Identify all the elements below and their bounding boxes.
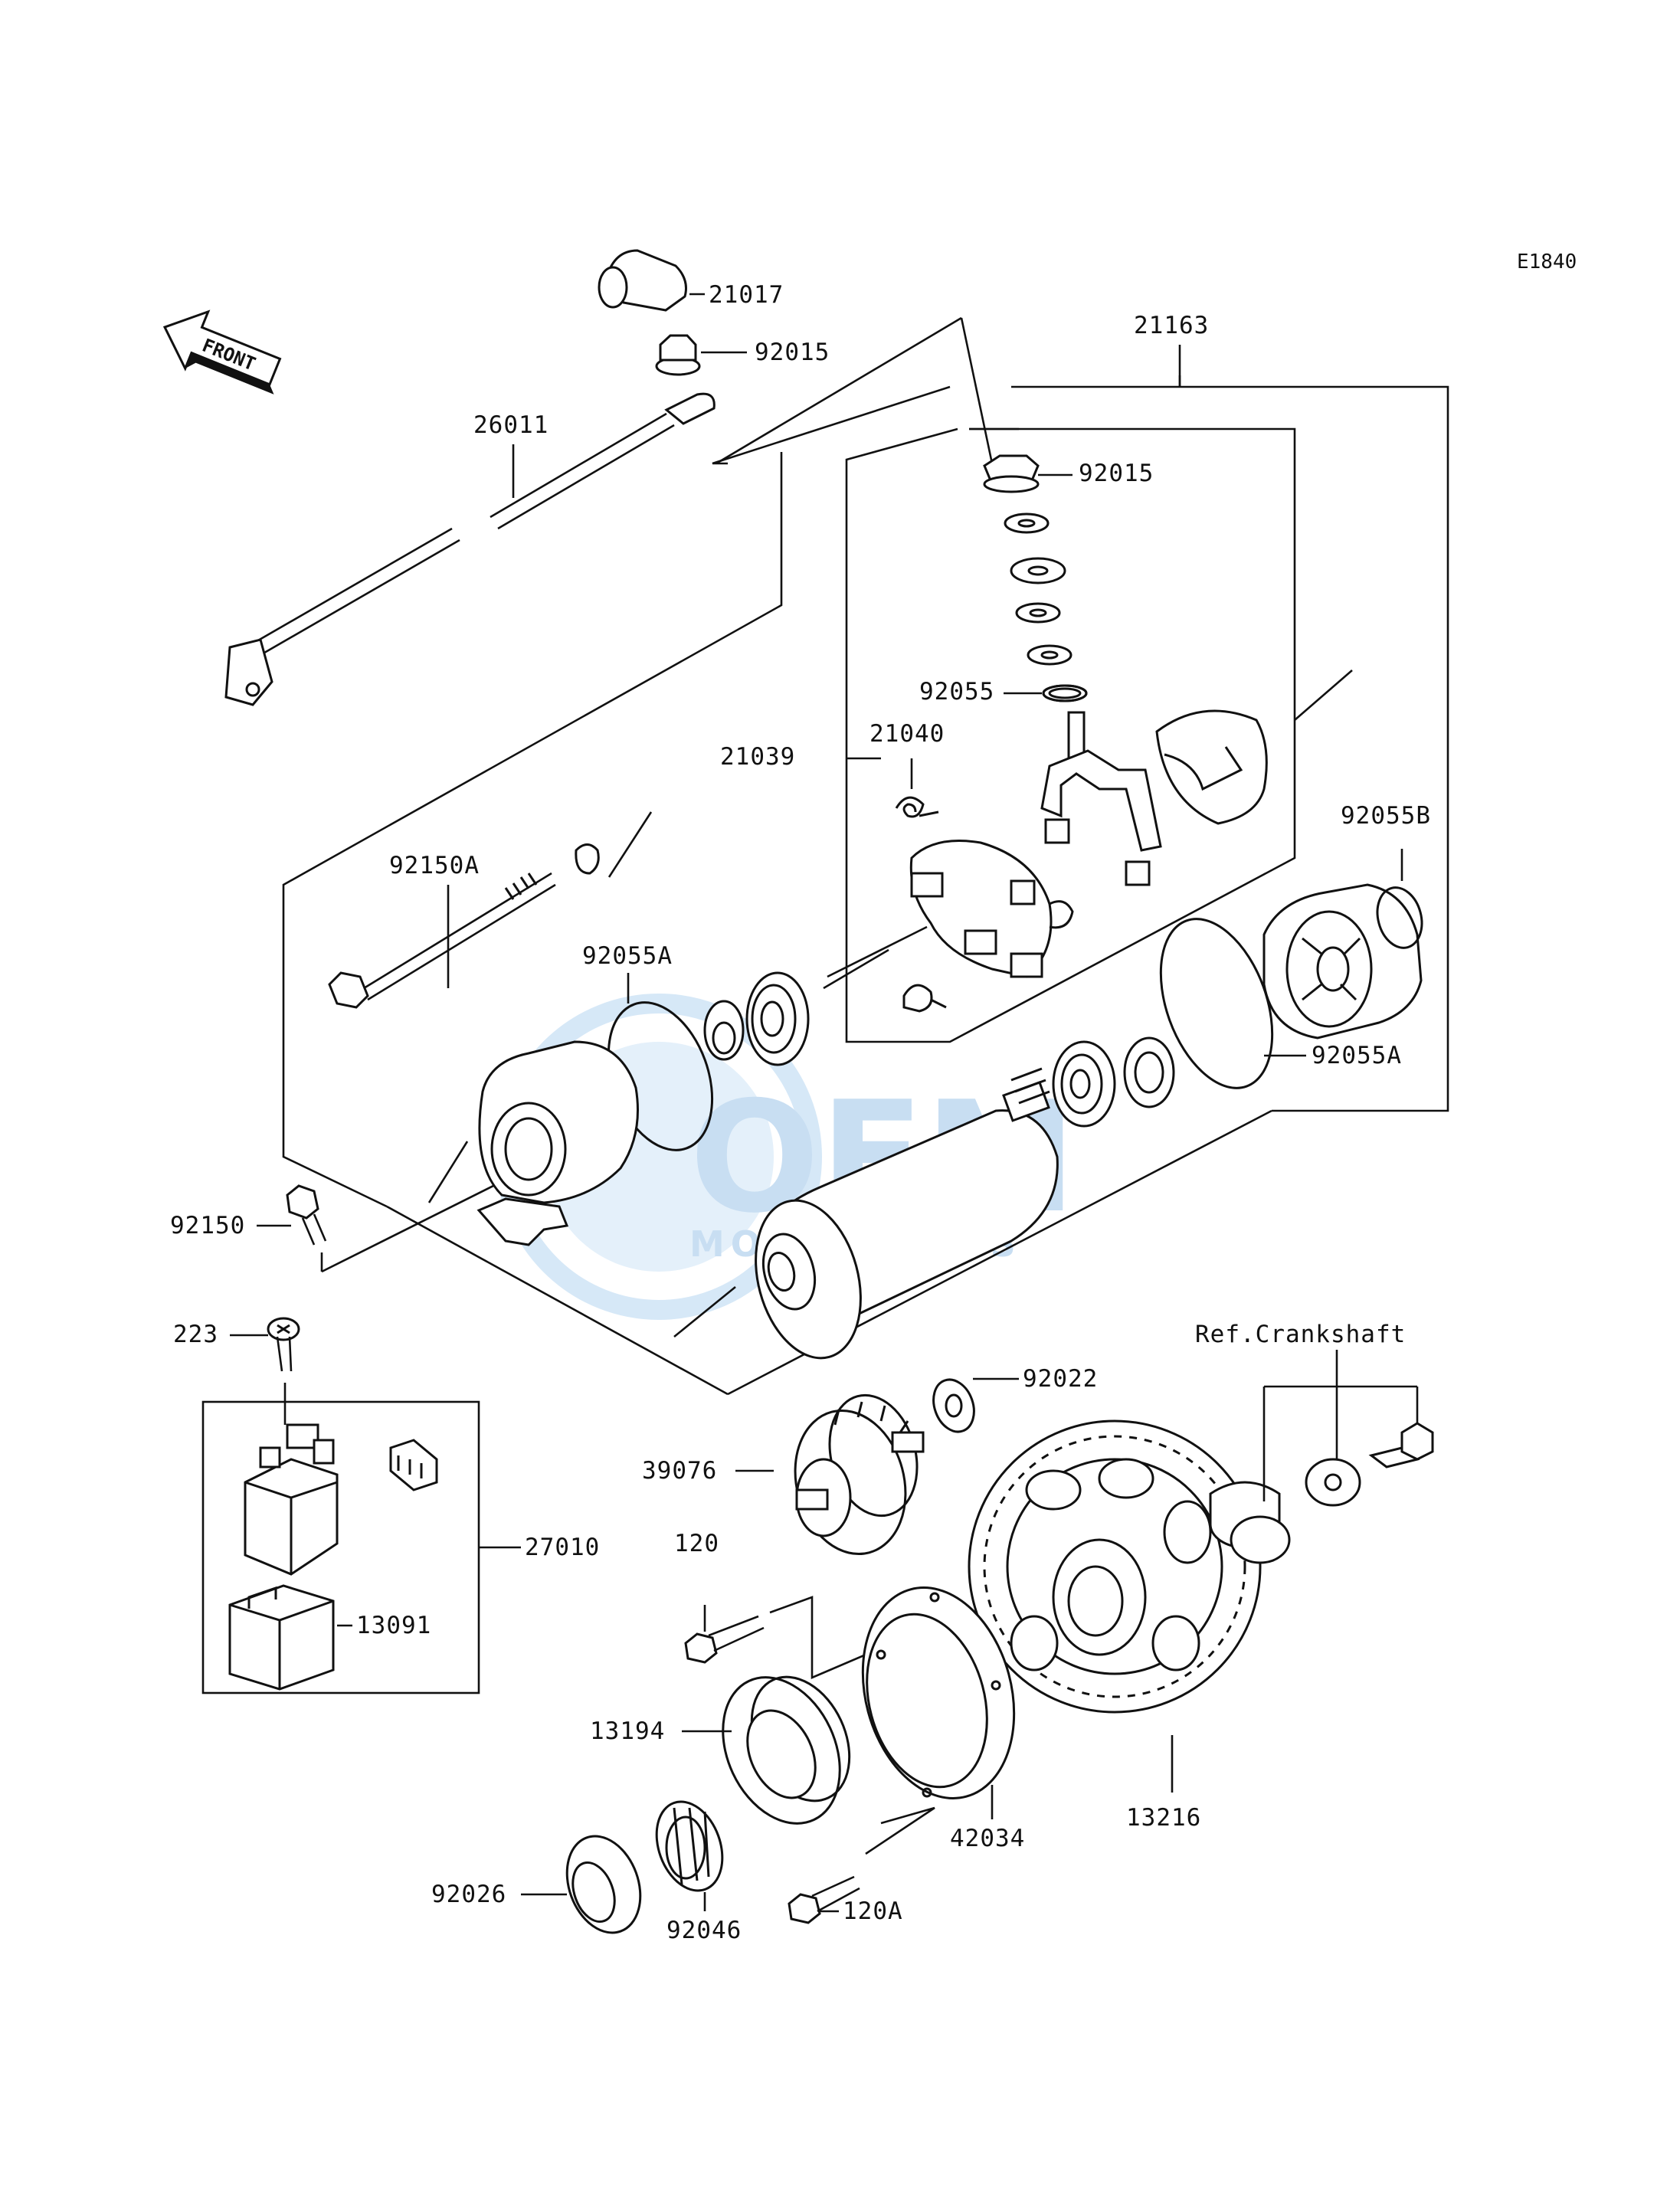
part-armature[interactable] <box>739 1067 1059 1370</box>
assembly-outline <box>282 316 1449 1396</box>
label-92055A-right[interactable]: 92055A <box>1312 1042 1402 1069</box>
part-terminal-bracket[interactable] <box>1040 711 1162 886</box>
part-fuse[interactable] <box>389 1439 438 1491</box>
label-42034[interactable]: 42034 <box>950 1825 1025 1852</box>
label-21039[interactable]: 21039 <box>720 743 795 771</box>
part-26011-lead[interactable] <box>224 392 716 706</box>
part-223-screw[interactable] <box>230 1317 300 1425</box>
label-92026[interactable]: 92026 <box>431 1881 506 1908</box>
label-27010[interactable]: 27010 <box>525 1534 600 1561</box>
part-13194-clutch[interactable] <box>682 1658 868 1842</box>
label-92046[interactable]: 92046 <box>666 1917 742 1944</box>
part-120-bolt[interactable] <box>684 1596 866 1679</box>
part-crank-spacer[interactable] <box>1209 1422 1434 1564</box>
part-labels: 21017 92015 21163 26011 92015 92055 2103… <box>170 281 1431 1944</box>
label-92022[interactable]: 92022 <box>1023 1365 1098 1393</box>
ref-crankshaft-pointers <box>1262 1350 1419 1501</box>
label-21163[interactable]: 21163 <box>1134 312 1209 339</box>
label-120[interactable]: 120 <box>674 1530 719 1557</box>
part-92026-collar[interactable] <box>521 1826 653 1943</box>
part-spring-lower[interactable] <box>902 984 947 1013</box>
part-13091-case[interactable] <box>228 1584 352 1691</box>
label-92055A-left[interactable]: 92055A <box>582 942 673 970</box>
part-washer-stack[interactable] <box>983 454 1088 702</box>
front-arrow-icon: FRONT <box>162 309 282 395</box>
part-39076-idler-gear[interactable] <box>780 1385 930 1566</box>
label-92055[interactable]: 92055 <box>919 678 994 706</box>
part-92055-oring[interactable] <box>1042 684 1088 702</box>
label-92150[interactable]: 92150 <box>170 1212 245 1239</box>
part-120A-bolt[interactable] <box>788 1875 860 1924</box>
part-92022-washer[interactable] <box>927 1374 1019 1438</box>
label-21017[interactable]: 21017 <box>709 281 784 309</box>
label-13091[interactable]: 13091 <box>356 1612 431 1639</box>
part-brush-holder[interactable] <box>909 840 1074 978</box>
label-26011[interactable]: 26011 <box>473 411 549 439</box>
label-13216[interactable]: 13216 <box>1126 1804 1201 1832</box>
part-end-cover[interactable] <box>1155 709 1268 825</box>
label-21040[interactable]: 21040 <box>869 720 945 748</box>
part-92046-needle-bearing[interactable] <box>645 1793 734 1911</box>
part-rear-housing[interactable] <box>1262 883 1423 1040</box>
label-223[interactable]: 223 <box>173 1321 218 1348</box>
part-13216-starter-gear[interactable] <box>968 1419 1262 1793</box>
part-92015-nut-top[interactable] <box>655 334 747 376</box>
label-92055B[interactable]: 92055B <box>1341 802 1431 830</box>
label-92015-top[interactable]: 92015 <box>755 339 830 366</box>
part-relay[interactable] <box>244 1423 339 1576</box>
label-92015-mid[interactable]: 92015 <box>1079 460 1154 487</box>
label-13194[interactable]: 13194 <box>590 1717 665 1745</box>
label-ref-crankshaft: Ref.Crankshaft <box>1195 1321 1406 1348</box>
part-front-cover[interactable] <box>476 1040 639 1246</box>
label-120A[interactable]: 120A <box>843 1897 903 1925</box>
part-bearing-center[interactable] <box>703 948 889 1066</box>
leader-lines <box>447 757 1403 1472</box>
part-92055B-oring[interactable] <box>1371 882 1429 953</box>
part-bearing-right[interactable] <box>1052 1036 1175 1128</box>
diagram-code: E1840 <box>1517 250 1577 273</box>
part-92150A-bolt[interactable] <box>328 843 600 1009</box>
label-92150A[interactable]: 92150A <box>389 852 480 879</box>
part-21017-boot[interactable] <box>598 249 705 312</box>
part-21040-spring[interactable] <box>895 758 939 818</box>
part-92150-bolt[interactable] <box>257 1184 327 1246</box>
label-39076[interactable]: 39076 <box>642 1457 717 1485</box>
part-42034-housing[interactable] <box>840 1570 1036 1855</box>
